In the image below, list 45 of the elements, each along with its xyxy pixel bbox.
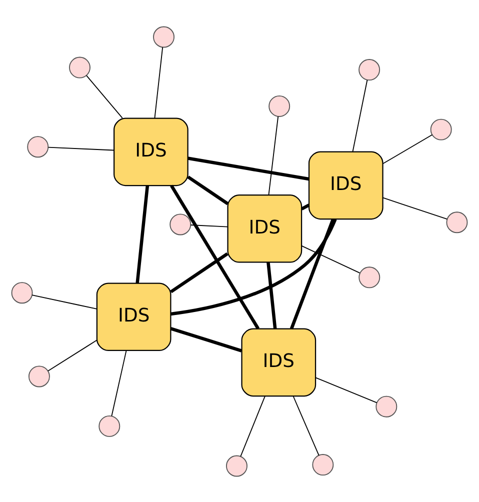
connector [48, 339, 98, 371]
node-circle [312, 454, 334, 476]
node-circle [358, 266, 380, 288]
connector [170, 326, 242, 352]
node-circle [170, 213, 192, 235]
node-circle [11, 282, 33, 304]
connector [48, 146, 114, 150]
node-circle [268, 94, 290, 116]
connector [170, 184, 260, 329]
node-circle [28, 365, 50, 387]
connector [301, 244, 360, 273]
node-circle [446, 211, 468, 233]
connector [240, 395, 266, 456]
node-circle [153, 26, 174, 48]
connector [32, 294, 98, 309]
connector [170, 252, 228, 293]
connector [154, 46, 164, 118]
node-box: IDS [227, 194, 302, 262]
connector [86, 74, 123, 118]
node-circle [27, 136, 49, 158]
connector [290, 218, 335, 329]
connector [315, 376, 378, 403]
connector [382, 196, 448, 220]
node-circle [430, 118, 452, 140]
node-box: IDS [114, 117, 188, 186]
connector [190, 224, 228, 227]
connector [187, 175, 229, 205]
node-box: IDS [241, 328, 316, 396]
connector [352, 79, 368, 152]
node-box: IDS [308, 150, 384, 220]
connector [300, 203, 310, 210]
connector [266, 262, 277, 328]
connector [170, 218, 337, 316]
connector [292, 395, 320, 456]
connector [111, 350, 127, 416]
connector [382, 134, 433, 164]
connector [136, 184, 150, 283]
node-circle [376, 395, 398, 417]
node-circle [98, 414, 120, 436]
node-circle [226, 454, 248, 476]
connector [188, 156, 310, 180]
node-box: IDS [96, 282, 172, 351]
connector [268, 116, 279, 195]
node-circle [358, 58, 380, 80]
node-circle [69, 56, 90, 78]
